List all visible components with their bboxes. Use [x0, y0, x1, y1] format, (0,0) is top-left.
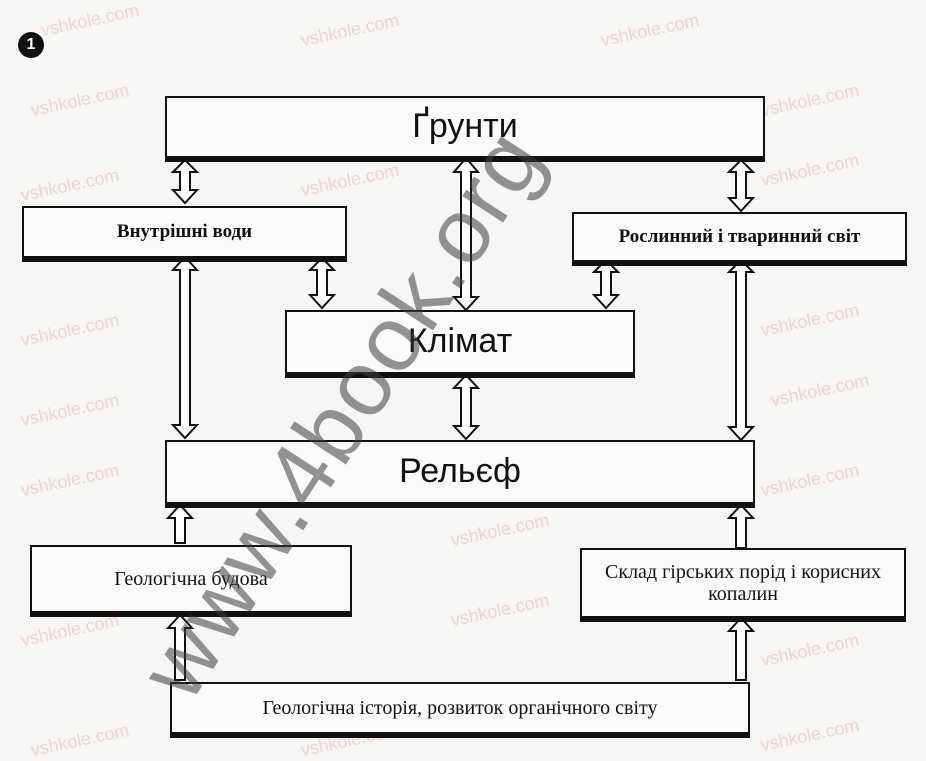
box-rock-minerals: Склад гірських порід і корисних копалин — [580, 548, 906, 618]
arrow-minerals-relief — [726, 503, 756, 549]
box-relief-label: Рельєф — [399, 452, 521, 491]
arrow-climate-relief — [451, 373, 481, 441]
figure-number-badge: 1 — [18, 32, 44, 58]
arrow-structure-relief — [165, 503, 195, 544]
box-soils-label: Ґрунти — [412, 107, 518, 146]
box-geological-structure-label: Геологічна будова — [114, 568, 268, 590]
box-climate: Клімат — [285, 310, 635, 374]
arrow-waters-relief — [170, 255, 200, 440]
box-soils: Ґрунти — [165, 96, 765, 158]
box-relief: Рельєф — [165, 440, 755, 504]
arrow-waters-climate — [307, 256, 337, 310]
box-rock-minerals-label: Склад гірських порід і корисних копалин — [605, 561, 881, 605]
arrow-soils-flora — [726, 158, 756, 213]
box-flora-fauna: Рослинний і тваринний світ — [572, 212, 907, 262]
box-geological-history: Геологічна історія, розвиток органічного… — [170, 682, 750, 734]
box-geological-structure: Геологічна будова — [30, 545, 352, 613]
arrow-history-minerals — [726, 616, 756, 681]
box-flora-fauna-label: Рослинний і тваринний світ — [618, 225, 861, 247]
arrow-flora-relief — [726, 258, 756, 442]
box-geological-history-label: Геологічна історія, розвиток органічного… — [262, 697, 658, 719]
arrow-history-structure — [165, 613, 195, 681]
box-inland-waters: Внутрішні води — [22, 206, 347, 258]
arrow-soils-waters — [170, 158, 200, 205]
box-inland-waters-label: Внутрішні води — [116, 220, 253, 242]
arrow-soils-climate — [451, 156, 481, 312]
box-climate-label: Клімат — [407, 322, 513, 361]
arrow-flora-climate — [591, 258, 621, 310]
